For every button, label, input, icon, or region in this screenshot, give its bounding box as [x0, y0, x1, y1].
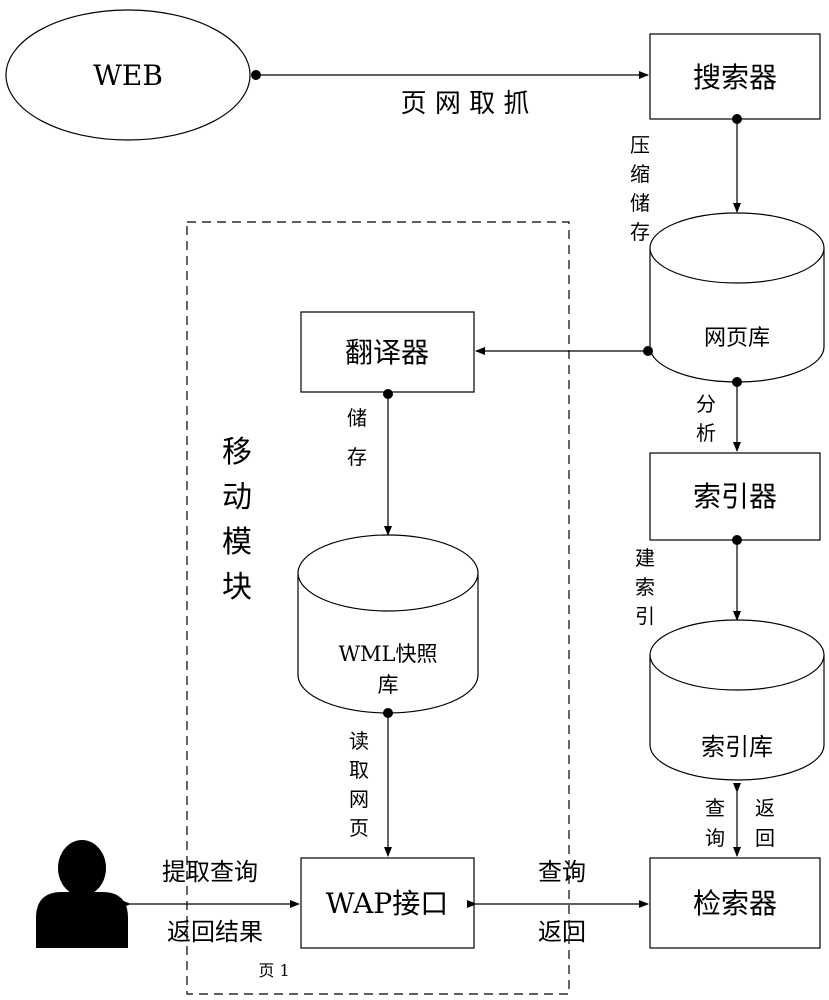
crawl-label: 页 网 取 抓	[401, 89, 530, 119]
svg-text:储: 储	[630, 191, 650, 215]
webpage-db-label: 网页库	[704, 326, 770, 351]
user-icon	[36, 840, 128, 948]
svg-text:存: 存	[630, 220, 650, 244]
translator-node	[300, 311, 475, 393]
wml-db-node	[297, 534, 479, 714]
wml-db-label-line2: 库	[378, 673, 399, 697]
svg-text:块: 块	[222, 570, 252, 605]
return-results-label: 返回结果	[167, 918, 263, 946]
mobile-module-boundary	[186, 221, 570, 995]
extract-query-label: 提取查询	[162, 858, 258, 886]
svg-text:网: 网	[349, 787, 369, 811]
return-right-label: 返 回	[755, 796, 775, 850]
svg-text:存: 存	[347, 445, 367, 469]
svg-text:缩: 缩	[630, 162, 650, 186]
compress-store-label: 压 缩 储 存	[630, 133, 650, 244]
wap-interface-node	[300, 857, 475, 949]
store-dot	[383, 389, 393, 399]
svg-text:析: 析	[696, 421, 716, 445]
wap-interface-label: WAP接口	[326, 887, 448, 920]
svg-text:页: 页	[349, 816, 369, 840]
translator-label: 翻译器	[345, 336, 429, 369]
svg-text:压: 压	[630, 133, 650, 157]
svg-text:询: 询	[705, 826, 725, 850]
compress-store-dot	[732, 114, 742, 124]
web-label: WEB	[93, 59, 163, 92]
svg-text:回: 回	[755, 826, 775, 850]
query-right-label: 查 询	[705, 796, 725, 850]
svg-text:读: 读	[349, 729, 369, 753]
read-pages-dot	[383, 708, 393, 718]
index-db-label: 索引库	[701, 733, 773, 761]
retriever-label: 检索器	[693, 887, 777, 920]
build-index-label: 建 索 引	[635, 546, 655, 628]
svg-text:查: 查	[705, 796, 725, 820]
webpage-to-translator-dot	[643, 346, 653, 356]
svg-text:储: 储	[347, 406, 367, 430]
svg-text:索: 索	[635, 575, 655, 599]
svg-text:动: 动	[222, 480, 252, 515]
indexer-node	[649, 452, 821, 541]
searcher-label: 搜索器	[693, 61, 777, 94]
store-label: 储 存	[347, 406, 367, 469]
svg-text:分: 分	[696, 392, 716, 416]
build-index-dot	[732, 535, 742, 545]
mobile-module-label: 移 动 模 块	[222, 435, 252, 605]
indexer-label: 索引器	[693, 480, 777, 513]
page-marker: 页 1	[258, 961, 289, 980]
svg-text:返: 返	[755, 796, 775, 820]
query-bottom-label: 查询	[538, 858, 586, 886]
web-node	[5, 9, 251, 141]
analyze-label: 分 析	[696, 392, 716, 445]
index-db-node	[649, 619, 825, 781]
svg-text:移: 移	[222, 435, 252, 470]
webpage-db-node	[649, 212, 825, 383]
crawl-edge-dot	[251, 70, 261, 80]
svg-text:模: 模	[222, 525, 252, 560]
return-bottom-label: 返回	[538, 918, 586, 946]
svg-text:引: 引	[635, 604, 655, 628]
read-pages-label: 读 取 网 页	[349, 729, 369, 840]
analyze-dot	[732, 377, 742, 387]
retriever-node	[649, 857, 821, 949]
searcher-node	[649, 33, 821, 120]
wml-db-label-line1: WML快照	[338, 642, 437, 666]
svg-text:建: 建	[635, 546, 655, 570]
svg-text:取: 取	[349, 758, 369, 782]
